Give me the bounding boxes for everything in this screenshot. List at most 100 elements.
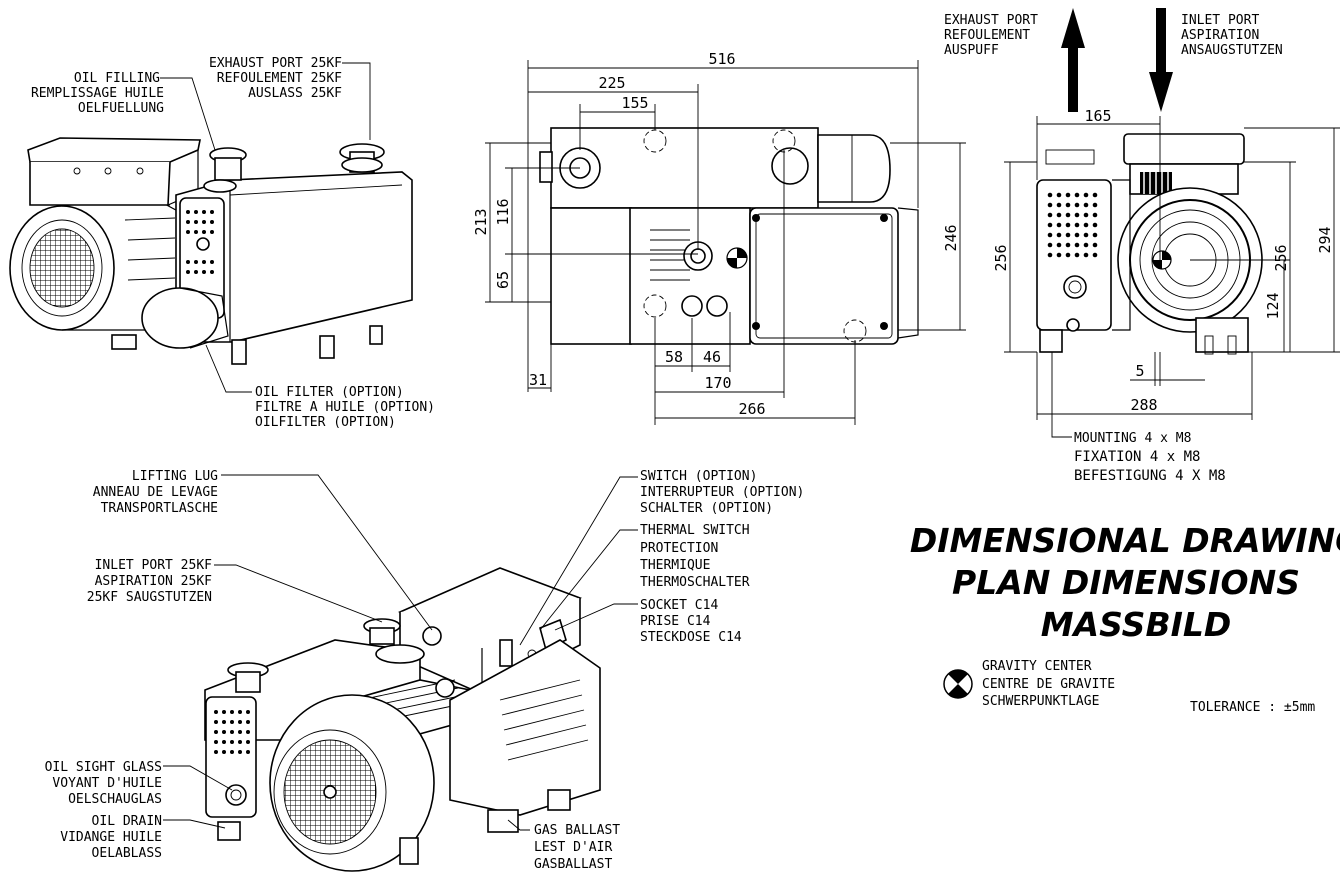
svg-text:OELSCHAUGLAS: OELSCHAUGLAS xyxy=(68,792,162,807)
svg-text:REMPLISSAGE HUILE: REMPLISSAGE HUILE xyxy=(31,86,164,101)
svg-text:ASPIRATION 25KF: ASPIRATION 25KF xyxy=(95,574,213,589)
dim-266: 266 xyxy=(738,400,765,418)
dim-256-left: 256 xyxy=(992,244,1010,271)
svg-text:AUSLASS 25KF: AUSLASS 25KF xyxy=(248,86,342,101)
svg-text:STECKDOSE C14: STECKDOSE C14 xyxy=(640,630,742,645)
gas-ballast-label: GAS BALLAST LEST D'AIR GASBALLAST xyxy=(534,823,620,872)
svg-text:VIDANGE HUILE: VIDANGE HUILE xyxy=(60,830,162,845)
dim-170: 170 xyxy=(704,374,731,392)
dim-124: 124 xyxy=(1264,292,1282,319)
front-dimension-lines xyxy=(485,60,966,425)
svg-text:INTERRUPTEUR (OPTION): INTERRUPTEUR (OPTION) xyxy=(640,485,804,500)
exhaust-port-label: EXHAUST PORT REFOULEMENT AUSPUFF xyxy=(944,13,1038,58)
pump-front-view xyxy=(539,127,919,345)
svg-text:FILTRE A HUILE (OPTION): FILTRE A HUILE (OPTION) xyxy=(255,400,435,415)
drawing-title: DIMENSIONAL DRAWING PLAN DIMENSIONS MASS… xyxy=(910,521,1340,644)
gravity-center-icon xyxy=(943,669,973,699)
exhaust-arrow-up-icon xyxy=(1061,8,1085,112)
svg-text:INLET PORT 25KF: INLET PORT 25KF xyxy=(95,558,213,573)
svg-text:REFOULEMENT: REFOULEMENT xyxy=(944,28,1030,43)
svg-text:25KF SAUGSTUTZEN: 25KF SAUGSTUTZEN xyxy=(87,590,212,605)
dim-246: 246 xyxy=(942,224,960,251)
mounting-label: MOUNTING 4 x M8 FIXATION 4 x M8 BEFESTIG… xyxy=(1074,431,1226,484)
svg-text:ANSAUGSTUTZEN: ANSAUGSTUTZEN xyxy=(1181,43,1283,58)
svg-text:THERMIQUE: THERMIQUE xyxy=(640,558,710,573)
svg-text:GRAVITY CENTER: GRAVITY CENTER xyxy=(982,659,1092,674)
tolerance-note: TOLERANCE : ±5mm xyxy=(1190,700,1315,715)
svg-text:OIL SIGHT GLASS: OIL SIGHT GLASS xyxy=(45,760,162,775)
pump-side-view xyxy=(1036,133,1263,355)
svg-text:OELFUELLUNG: OELFUELLUNG xyxy=(78,101,164,116)
dim-46: 46 xyxy=(703,348,721,366)
svg-text:PROTECTION: PROTECTION xyxy=(640,541,718,556)
svg-text:DIMENSIONAL DRAWING: DIMENSIONAL DRAWING xyxy=(910,521,1340,560)
svg-text:SWITCH (OPTION): SWITCH (OPTION) xyxy=(640,469,757,484)
dim-256-right: 256 xyxy=(1272,244,1290,271)
gravity-center-label: GRAVITY CENTER CENTRE DE GRAVITE SCHWERP… xyxy=(982,659,1115,709)
svg-text:ANNEAU DE LEVAGE: ANNEAU DE LEVAGE xyxy=(93,485,218,500)
dim-165: 165 xyxy=(1084,107,1111,125)
oil-filter-leader xyxy=(205,344,252,393)
mounting-leader xyxy=(1051,352,1072,438)
dim-116: 116 xyxy=(494,198,512,225)
svg-text:CENTRE DE GRAVITE: CENTRE DE GRAVITE xyxy=(982,677,1115,692)
dim-58: 58 xyxy=(665,348,683,366)
svg-text:REFOULEMENT 25KF: REFOULEMENT 25KF xyxy=(217,71,342,86)
oil-filling-leader xyxy=(160,77,216,151)
dim-288: 288 xyxy=(1130,396,1157,414)
svg-text:TRANSPORTLASCHE: TRANSPORTLASCHE xyxy=(101,501,218,516)
oil-filling-label: OIL FILLING REMPLISSAGE HUILE OELFUELLUN… xyxy=(31,71,164,116)
dim-516: 516 xyxy=(708,50,735,68)
dim-31: 31 xyxy=(529,371,547,389)
svg-text:VOYANT D'HUILE: VOYANT D'HUILE xyxy=(52,776,162,791)
svg-text:MASSBILD: MASSBILD xyxy=(1041,605,1232,644)
inlet-25kf-label: INLET PORT 25KF ASPIRATION 25KF 25KF SAU… xyxy=(87,558,212,605)
svg-text:LIFTING LUG: LIFTING LUG xyxy=(132,469,218,484)
dim-65: 65 xyxy=(494,271,512,289)
dim-213: 213 xyxy=(472,208,490,235)
svg-text:SCHWERPUNKTLAGE: SCHWERPUNKTLAGE xyxy=(982,694,1099,709)
svg-text:PLAN DIMENSIONS: PLAN DIMENSIONS xyxy=(952,563,1300,602)
svg-text:OIL FILTER (OPTION): OIL FILTER (OPTION) xyxy=(255,385,404,400)
svg-text:ASPIRATION: ASPIRATION xyxy=(1181,28,1259,43)
svg-text:SOCKET C14: SOCKET C14 xyxy=(640,598,718,613)
socket-label: SOCKET C14 PRISE C14 STECKDOSE C14 xyxy=(640,598,742,645)
inlet-port-label: INLET PORT ASPIRATION ANSAUGSTUTZEN xyxy=(1181,13,1283,58)
oil-sight-glass-label: OIL SIGHT GLASS VOYANT D'HUILE OELSCHAUG… xyxy=(45,760,162,807)
exhaust-25kf-leader xyxy=(342,62,371,140)
svg-text:SCHALTER (OPTION): SCHALTER (OPTION) xyxy=(640,501,773,516)
thermal-switch-label: THERMAL SWITCH PROTECTION THERMIQUE THER… xyxy=(640,523,750,590)
dim-155: 155 xyxy=(621,94,648,112)
svg-text:OELABLASS: OELABLASS xyxy=(92,846,162,861)
svg-text:OILFILTER (OPTION): OILFILTER (OPTION) xyxy=(255,415,396,430)
svg-text:LEST D'AIR: LEST D'AIR xyxy=(534,840,612,855)
svg-text:MOUNTING 4 x M8: MOUNTING 4 x M8 xyxy=(1074,431,1191,446)
svg-text:THERMAL SWITCH: THERMAL SWITCH xyxy=(640,523,750,538)
svg-text:AUSPUFF: AUSPUFF xyxy=(944,43,999,58)
lifting-lug-label: LIFTING LUG ANNEAU DE LEVAGE TRANSPORTLA… xyxy=(93,469,218,516)
svg-text:PRISE C14: PRISE C14 xyxy=(640,614,711,629)
svg-text:THERMOSCHALTER: THERMOSCHALTER xyxy=(640,575,750,590)
switch-label: SWITCH (OPTION) INTERRUPTEUR (OPTION) SC… xyxy=(640,469,804,516)
dim-5: 5 xyxy=(1135,362,1144,380)
exhaust-25kf-label: EXHAUST PORT 25KF REFOULEMENT 25KF AUSLA… xyxy=(209,56,342,101)
pump-iso-bottom xyxy=(204,567,601,872)
svg-text:GASBALLAST: GASBALLAST xyxy=(534,857,612,872)
svg-text:OIL FILLING: OIL FILLING xyxy=(74,71,160,86)
pump-iso-top-left xyxy=(9,137,413,365)
side-dimension-lines xyxy=(1004,116,1340,420)
svg-text:FIXATION 4 x M8: FIXATION 4 x M8 xyxy=(1074,449,1200,465)
dim-294: 294 xyxy=(1316,226,1334,253)
oil-filter-label: OIL FILTER (OPTION) FILTRE A HUILE (OPTI… xyxy=(255,385,435,430)
dim-225: 225 xyxy=(598,74,625,92)
svg-text:EXHAUST PORT 25KF: EXHAUST PORT 25KF xyxy=(209,56,342,71)
inlet-arrow-down-icon xyxy=(1149,8,1173,112)
svg-text:OIL DRAIN: OIL DRAIN xyxy=(92,814,162,829)
oil-drain-label: OIL DRAIN VIDANGE HUILE OELABLASS xyxy=(60,814,162,861)
bottom-leaders xyxy=(163,474,638,831)
svg-text:BEFESTIGUNG 4 X M8: BEFESTIGUNG 4 X M8 xyxy=(1074,468,1226,484)
svg-text:EXHAUST PORT: EXHAUST PORT xyxy=(944,13,1038,28)
svg-text:GAS BALLAST: GAS BALLAST xyxy=(534,823,620,838)
svg-text:INLET PORT: INLET PORT xyxy=(1181,13,1259,28)
